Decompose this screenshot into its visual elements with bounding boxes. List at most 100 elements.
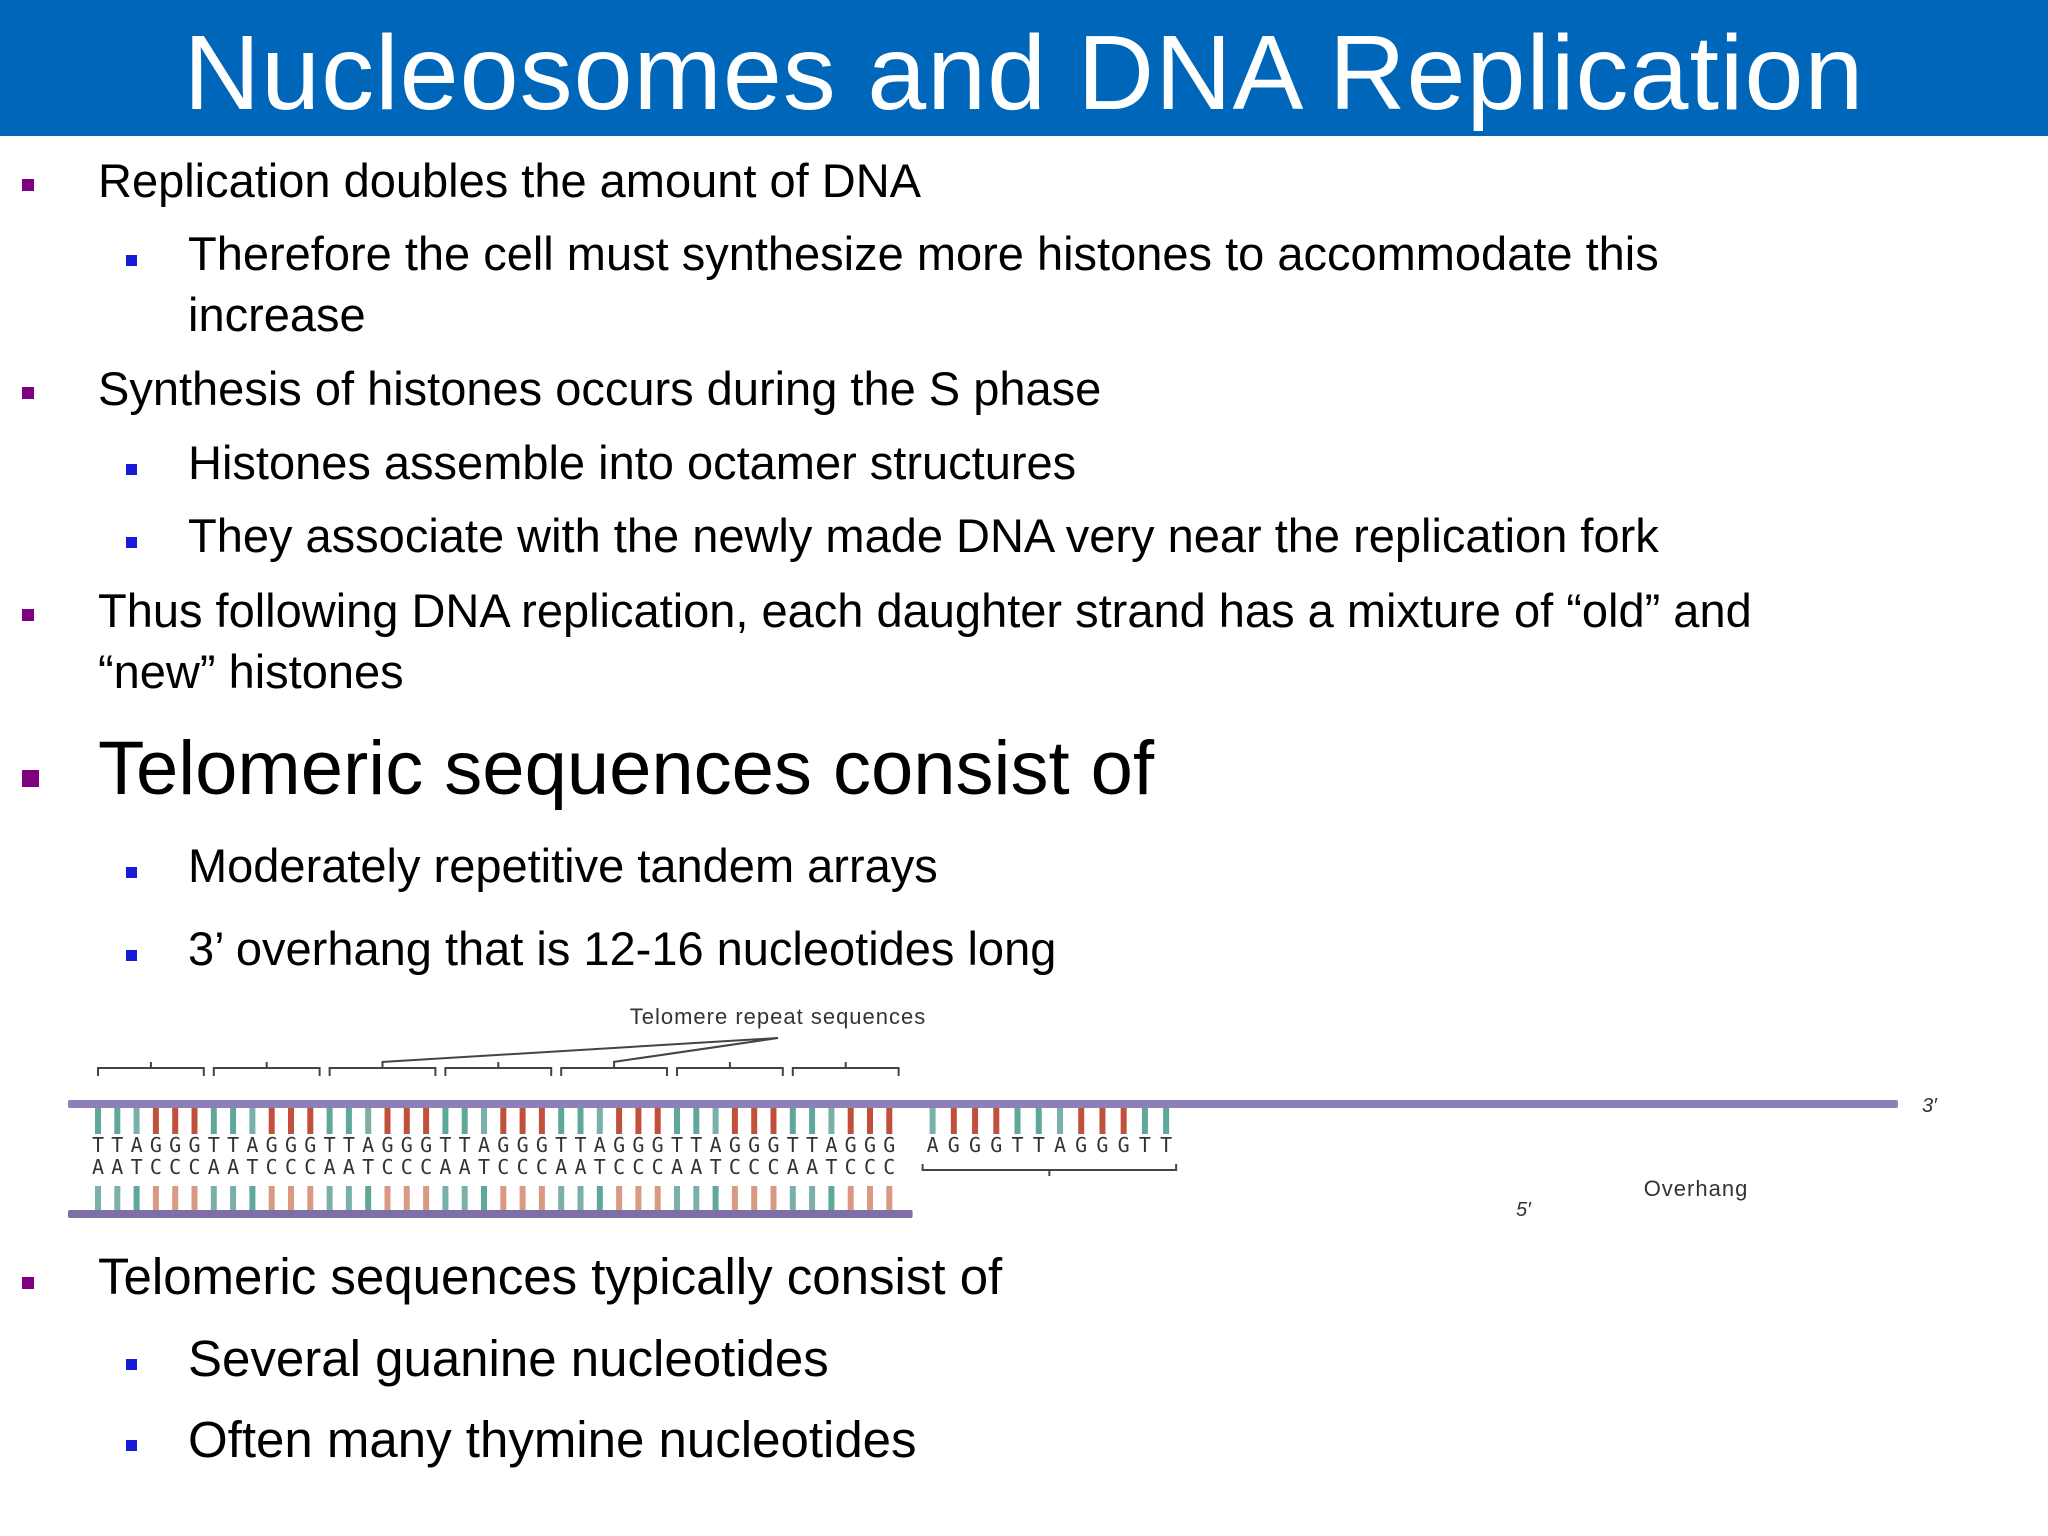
overhang-base-letter: T (1160, 1133, 1172, 1157)
five-prime-label: 5′ (1516, 1199, 1532, 1221)
bottom-base-letter: A (690, 1155, 702, 1179)
top-base-letter: G (188, 1133, 200, 1157)
repeat-bracket (97, 1062, 205, 1076)
top-base-rung (809, 1108, 816, 1134)
bottom-base-rung (365, 1186, 372, 1210)
bottom-base-rung (674, 1186, 680, 1210)
top-base-rung (249, 1108, 256, 1134)
top-base-rung (268, 1108, 275, 1134)
bottom-base-rung (809, 1186, 816, 1210)
bottom-base-letter: C (883, 1155, 895, 1179)
bottom-base-letter: C (729, 1155, 741, 1179)
top-base-letter: G (632, 1133, 644, 1157)
top-base-letter: G (517, 1133, 529, 1157)
top-base-letter: T (671, 1133, 683, 1157)
top-base-letter: T (343, 1133, 355, 1157)
bottom-base-rung (886, 1186, 893, 1210)
bottom-base-letter: T (710, 1155, 722, 1179)
top-base-rung (114, 1108, 121, 1134)
overhang-base-rung (993, 1108, 1000, 1134)
top-base-rung (538, 1108, 545, 1134)
top-base-rung (461, 1108, 468, 1134)
bullet-text: Thus following DNA replication, each dau… (98, 584, 1752, 637)
top-base-letter: G (169, 1133, 181, 1157)
bottom-base-letter: C (748, 1155, 760, 1179)
bottom-base-rung (133, 1186, 140, 1210)
repeat-bracket (444, 1062, 553, 1076)
bottom-base-letter: C (517, 1155, 529, 1179)
repeat-label-connector (381, 1037, 779, 1063)
bottom-base-letter: A (574, 1155, 586, 1179)
bottom-base-letter: C (420, 1155, 432, 1179)
top-base-letter: T (555, 1133, 567, 1157)
bottom-base-letter: A (92, 1155, 104, 1179)
overhang-base-letter: G (1096, 1133, 1108, 1157)
overhang-base-letter: G (969, 1133, 981, 1157)
top-base-rung (403, 1108, 410, 1134)
bottom-base-letter: C (266, 1155, 278, 1179)
top-base-letter: T (92, 1133, 104, 1157)
bottom-base-rung (558, 1186, 565, 1210)
top-base-rung (384, 1108, 391, 1134)
bottom-base-rung (403, 1186, 410, 1210)
top-base-letter: G (401, 1133, 413, 1157)
top-base-letter: G (748, 1133, 760, 1157)
bullet-text: Telomeric sequences consist of (98, 726, 1155, 811)
top-base-letter: A (246, 1133, 258, 1157)
slide-title: Nucleosomes and DNA Replication (183, 14, 1865, 132)
bottom-base-letter: A (787, 1155, 799, 1179)
square-bullet-icon (126, 464, 137, 475)
bottom-base-rung (345, 1186, 352, 1210)
overhang-base-letter: G (990, 1133, 1002, 1157)
overhang-base-rung (1014, 1108, 1021, 1134)
top-base-letter: T (227, 1133, 239, 1157)
bottom-base-letter: T (362, 1155, 374, 1179)
bottom-base-letter: A (555, 1155, 567, 1179)
overhang-base-rung (1035, 1108, 1042, 1134)
bottom-base-letter: C (304, 1155, 316, 1179)
top-base-letter: G (497, 1133, 509, 1157)
square-bullet-icon (126, 255, 137, 266)
sub-bullet-text: Histones assemble into octamer structure… (188, 436, 1077, 489)
telomere-repeat-label: Telomere repeat sequences (630, 1004, 927, 1029)
bottom-base-letter: A (208, 1155, 220, 1179)
bottom-base-rung (210, 1186, 217, 1210)
top-base-letter: G (864, 1133, 876, 1157)
top-base-rung (210, 1108, 217, 1134)
bottom-base-rung (268, 1186, 275, 1210)
bottom-base-letter: A (111, 1155, 123, 1179)
bottom-base-rung (230, 1186, 237, 1210)
bottom-strand (68, 1210, 913, 1218)
top-base-letter: T (324, 1133, 336, 1157)
top-base-letter: G (381, 1133, 393, 1157)
top-base-letter: G (883, 1133, 895, 1157)
top-base-rung (307, 1108, 314, 1134)
top-base-rung (481, 1108, 487, 1134)
bottom-base-letter: A (324, 1155, 336, 1179)
bottom-base-rung (847, 1186, 854, 1210)
top-strand (68, 1100, 1898, 1108)
top-base-letter: T (690, 1133, 702, 1157)
overhang-base-rung (950, 1108, 957, 1134)
bottom-base-letter: C (845, 1155, 857, 1179)
bottom-base-rung (500, 1186, 507, 1210)
top-base-letter: A (131, 1133, 143, 1157)
bottom-base-rung (519, 1186, 526, 1210)
top-base-letter: G (304, 1133, 316, 1157)
bottom-base-letter: C (652, 1155, 664, 1179)
top-base-rung (693, 1108, 700, 1134)
bottom-base-rung (423, 1186, 430, 1210)
bottom-base-rung (538, 1186, 545, 1210)
sub-bullet-text: increase (188, 288, 366, 341)
top-base-letter: G (536, 1133, 548, 1157)
bottom-base-rung (616, 1186, 623, 1210)
top-base-letter: G (652, 1133, 664, 1157)
bottom-base-letter: C (150, 1155, 162, 1179)
bottom-base-rung (384, 1186, 391, 1210)
top-base-rung (867, 1108, 873, 1134)
top-base-letter: T (208, 1133, 220, 1157)
bottom-base-rung (152, 1186, 159, 1210)
top-base-rung (886, 1108, 893, 1134)
overhang-base-rung (1120, 1108, 1127, 1134)
bullet-text: Telomeric sequences typically consist of (98, 1248, 1003, 1305)
